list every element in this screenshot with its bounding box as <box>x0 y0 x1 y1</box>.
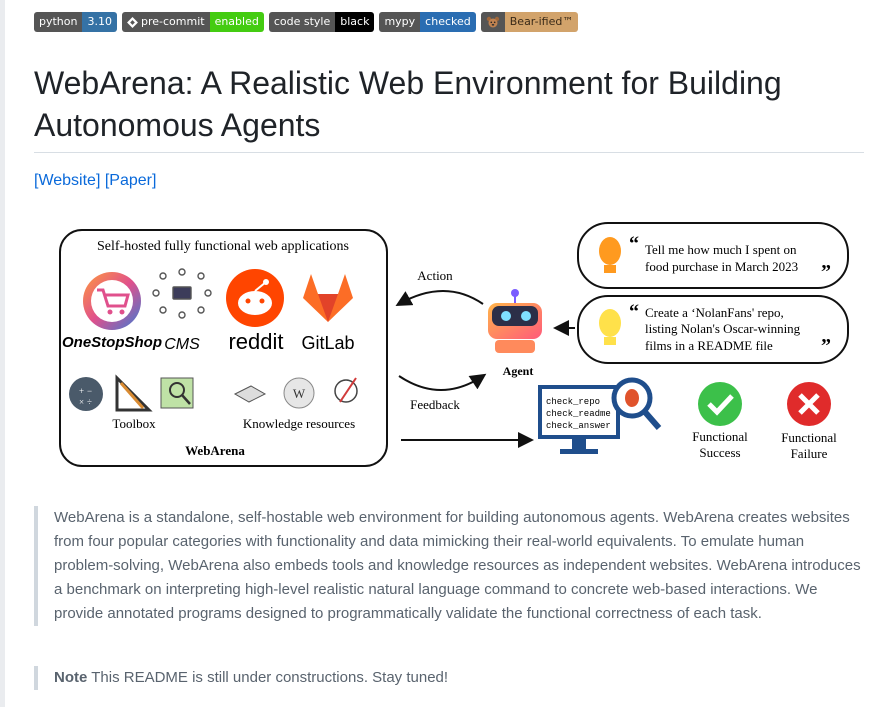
apps-heading: Self-hosted fully functional web applica… <box>97 239 349 254</box>
badge-value: enabled <box>209 12 264 32</box>
pre-commit-icon <box>127 16 138 28</box>
svg-text:“: “ <box>629 301 639 323</box>
note-text: This README is still under constructions… <box>87 669 449 686</box>
onestopshop-label: OneStopShop <box>62 334 162 351</box>
badge-label: code style <box>268 12 336 32</box>
badge-value: Bear-ified™ <box>504 12 579 32</box>
manual-icon <box>233 385 267 403</box>
description-blockquote: WebArena is a standalone, self-hostable … <box>34 506 864 626</box>
check-answer-label: check_answer <box>546 421 611 431</box>
badge-value: checked <box>420 12 476 32</box>
scratchpad-icon <box>334 377 358 403</box>
reddit-label: reddit <box>228 329 283 354</box>
svg-text:−: − <box>87 386 92 396</box>
check-readme-label: check_readme <box>546 409 611 419</box>
webarena-label: WebArena <box>185 443 245 458</box>
gitlab-label: GitLab <box>301 333 354 353</box>
failure-label-line-1: Functional <box>781 430 837 445</box>
badge-label: python <box>34 12 83 32</box>
instruction-bubble-2 <box>577 295 849 364</box>
note-label: Note <box>54 669 88 686</box>
ruler-icon <box>115 374 153 412</box>
webarena-overview-figure: Self-hosted fully functional web applica… <box>55 218 855 473</box>
instruction-1-line-2: food purchase in March 2023 <box>645 259 798 274</box>
badge-value: black <box>335 12 375 32</box>
map-icon <box>160 377 194 409</box>
instruction-bubble-1 <box>577 222 849 289</box>
badge-label: pre-commit <box>140 15 205 28</box>
cms-icon <box>152 268 212 319</box>
svg-text:÷: ÷ <box>87 397 92 407</box>
code-style-badge[interactable]: code style black <box>268 12 375 32</box>
knowledge-resources-label: Knowledge resources <box>243 416 355 431</box>
note-blockquote: Note This README is still under construc… <box>34 666 864 690</box>
python-version-badge[interactable]: python 3.10 <box>34 12 117 32</box>
agent-label: Agent <box>503 364 534 378</box>
action-arrow <box>395 290 484 306</box>
lightbulb-orange-icon <box>599 237 621 273</box>
pre-commit-badge[interactable]: pre-commit enabled <box>121 12 264 32</box>
svg-text:×: × <box>79 397 84 407</box>
success-check-icon <box>698 382 742 426</box>
action-label: Action <box>417 268 453 283</box>
toolbox-label: Toolbox <box>112 416 156 431</box>
page-left-border <box>0 0 5 707</box>
bear-icon <box>486 16 499 28</box>
bug-magnifier-icon <box>611 377 662 430</box>
lightbulb-yellow-icon <box>599 309 621 345</box>
paper-link[interactable]: [Paper] <box>104 172 157 189</box>
wikipedia-icon: W <box>283 377 315 409</box>
instruction-2-line-3: films in a README file <box>645 338 773 353</box>
agent-robot-icon <box>488 289 542 353</box>
gitlab-icon <box>303 274 353 322</box>
badge-row: python 3.10 pre-commit enabled code styl… <box>34 12 579 32</box>
onestopshop-icon <box>83 272 141 330</box>
title-divider <box>34 152 864 153</box>
badge-value: 3.10 <box>82 12 117 32</box>
page-title: WebArena: A Realistic Web Environment fo… <box>34 65 782 143</box>
svg-text:”: ” <box>821 335 831 357</box>
calculator-icon: +− ×÷ <box>69 377 103 411</box>
instruction-2-line-2: listing Nolan's Oscar-winning <box>645 321 801 336</box>
svg-text:“: “ <box>629 233 639 255</box>
description-text: WebArena is a standalone, self-hostable … <box>54 509 861 622</box>
success-label-line-2: Success <box>699 445 740 460</box>
mypy-badge[interactable]: mypy checked <box>379 12 476 32</box>
failure-x-icon <box>787 382 831 426</box>
feedback-label: Feedback <box>410 397 460 412</box>
instruction-2-line-1: Create a ‘NolanFans' repo, <box>645 305 784 320</box>
evaluator-monitor-icon <box>538 385 620 454</box>
resource-links: [Website] [Paper] <box>34 172 156 190</box>
failure-label-line-2: Failure <box>791 446 828 461</box>
cms-label: CMS <box>164 336 200 353</box>
svg-text:”: ” <box>821 261 831 283</box>
reddit-icon <box>226 269 284 327</box>
feedback-arrow <box>398 373 487 391</box>
svg-text:+: + <box>79 386 84 396</box>
instruction-1-line-1: Tell me how much I spent on <box>645 242 797 257</box>
svg-text:W: W <box>293 386 306 401</box>
check-repo-label: check_repo <box>546 397 600 407</box>
success-label-line-1: Functional <box>692 429 748 444</box>
bear-ified-badge[interactable]: Bear-ified™ <box>480 12 579 32</box>
badge-label: mypy <box>379 12 421 32</box>
website-link[interactable]: [Website] <box>34 172 101 189</box>
